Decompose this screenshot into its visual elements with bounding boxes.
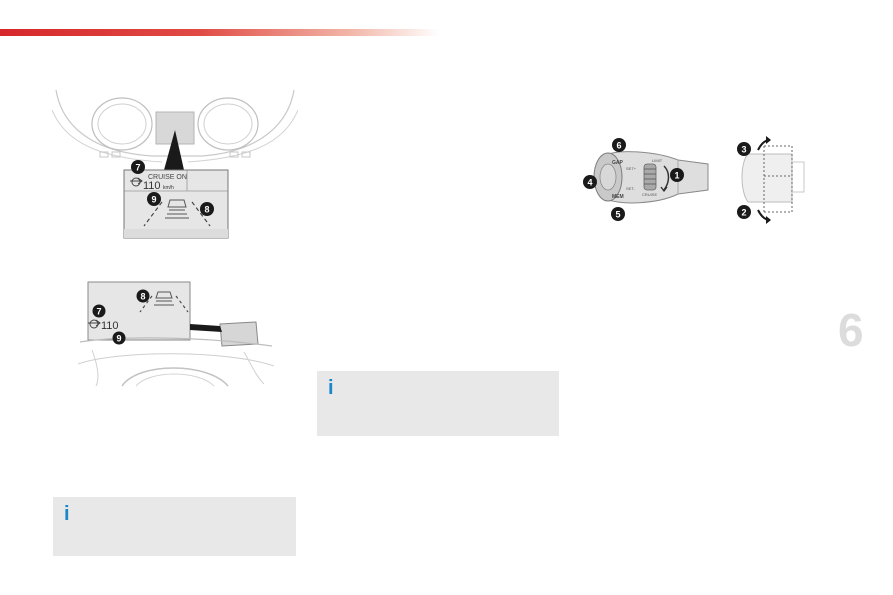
chapter-number: 6 [838, 304, 864, 356]
stalk-callout-4: 4 [583, 175, 597, 189]
info-icon: i [64, 503, 70, 525]
figure-head-up-display: 110 8 7 9 [78, 281, 274, 387]
stalk-side-view [741, 136, 805, 224]
svg-text:2: 2 [741, 208, 746, 218]
svg-text:1: 1 [674, 171, 679, 181]
svg-text:4: 4 [587, 178, 592, 188]
svg-text:7: 7 [96, 307, 101, 317]
svg-text:9: 9 [116, 334, 121, 344]
stalk-label-set-minus: SET- [626, 186, 636, 191]
vehicle-ahead-icon [143, 199, 211, 227]
info-icon: i [328, 377, 334, 399]
cruise-control-icon [130, 177, 143, 187]
info-note-box-middle: i [317, 371, 559, 436]
stalk-thumbwheel [643, 163, 657, 191]
hud-cruise-icon [88, 319, 101, 329]
callout-7: 7 [131, 160, 145, 174]
svg-text:6: 6 [616, 141, 621, 151]
dashboard-display-text: CRUISE ON [148, 174, 187, 181]
dashboard-speed-unit: km/h [163, 185, 174, 191]
stalk-callout-2: 2 [737, 205, 751, 219]
figure-cruise-control-stalk: GAP MEM SET+ SET- CRUISE LIMIT 6 4 5 1 3… [583, 136, 805, 224]
stalk-label-set-plus: SET+ [626, 166, 637, 171]
hud-speed-value: 110 [101, 320, 119, 332]
hud-vehicle-ahead-icon [139, 291, 189, 313]
stalk-callout-5: 5 [611, 207, 625, 221]
info-note-box-left: i [53, 497, 296, 556]
header-accent-bar [0, 29, 440, 36]
svg-text:5: 5 [615, 210, 620, 220]
figure-instrument-panel: CRUISE ON 110 km/h 7 9 8 [52, 89, 298, 239]
stalk-label-gap: GAP [612, 160, 624, 166]
stalk-callout-6: 6 [612, 138, 626, 152]
svg-text:7: 7 [135, 163, 140, 173]
dashboard-speed-value: 110 [143, 180, 161, 192]
callout-8: 8 [200, 202, 214, 216]
hud-callout-9: 9 [112, 331, 126, 345]
svg-text:8: 8 [140, 292, 145, 302]
stalk-label-cruise: CRUISE [642, 192, 657, 197]
svg-text:8: 8 [204, 205, 209, 215]
stalk-label-limit: LIMIT [652, 158, 663, 163]
hud-callout-8: 8 [136, 289, 150, 303]
callout-9: 9 [147, 192, 161, 206]
hud-callout-7: 7 [92, 304, 106, 318]
stalk-label-mem: MEM [612, 194, 624, 200]
svg-text:3: 3 [741, 145, 746, 155]
stalk-callout-1: 1 [670, 168, 684, 182]
svg-text:9: 9 [151, 195, 156, 205]
stalk-callout-3: 3 [737, 142, 751, 156]
